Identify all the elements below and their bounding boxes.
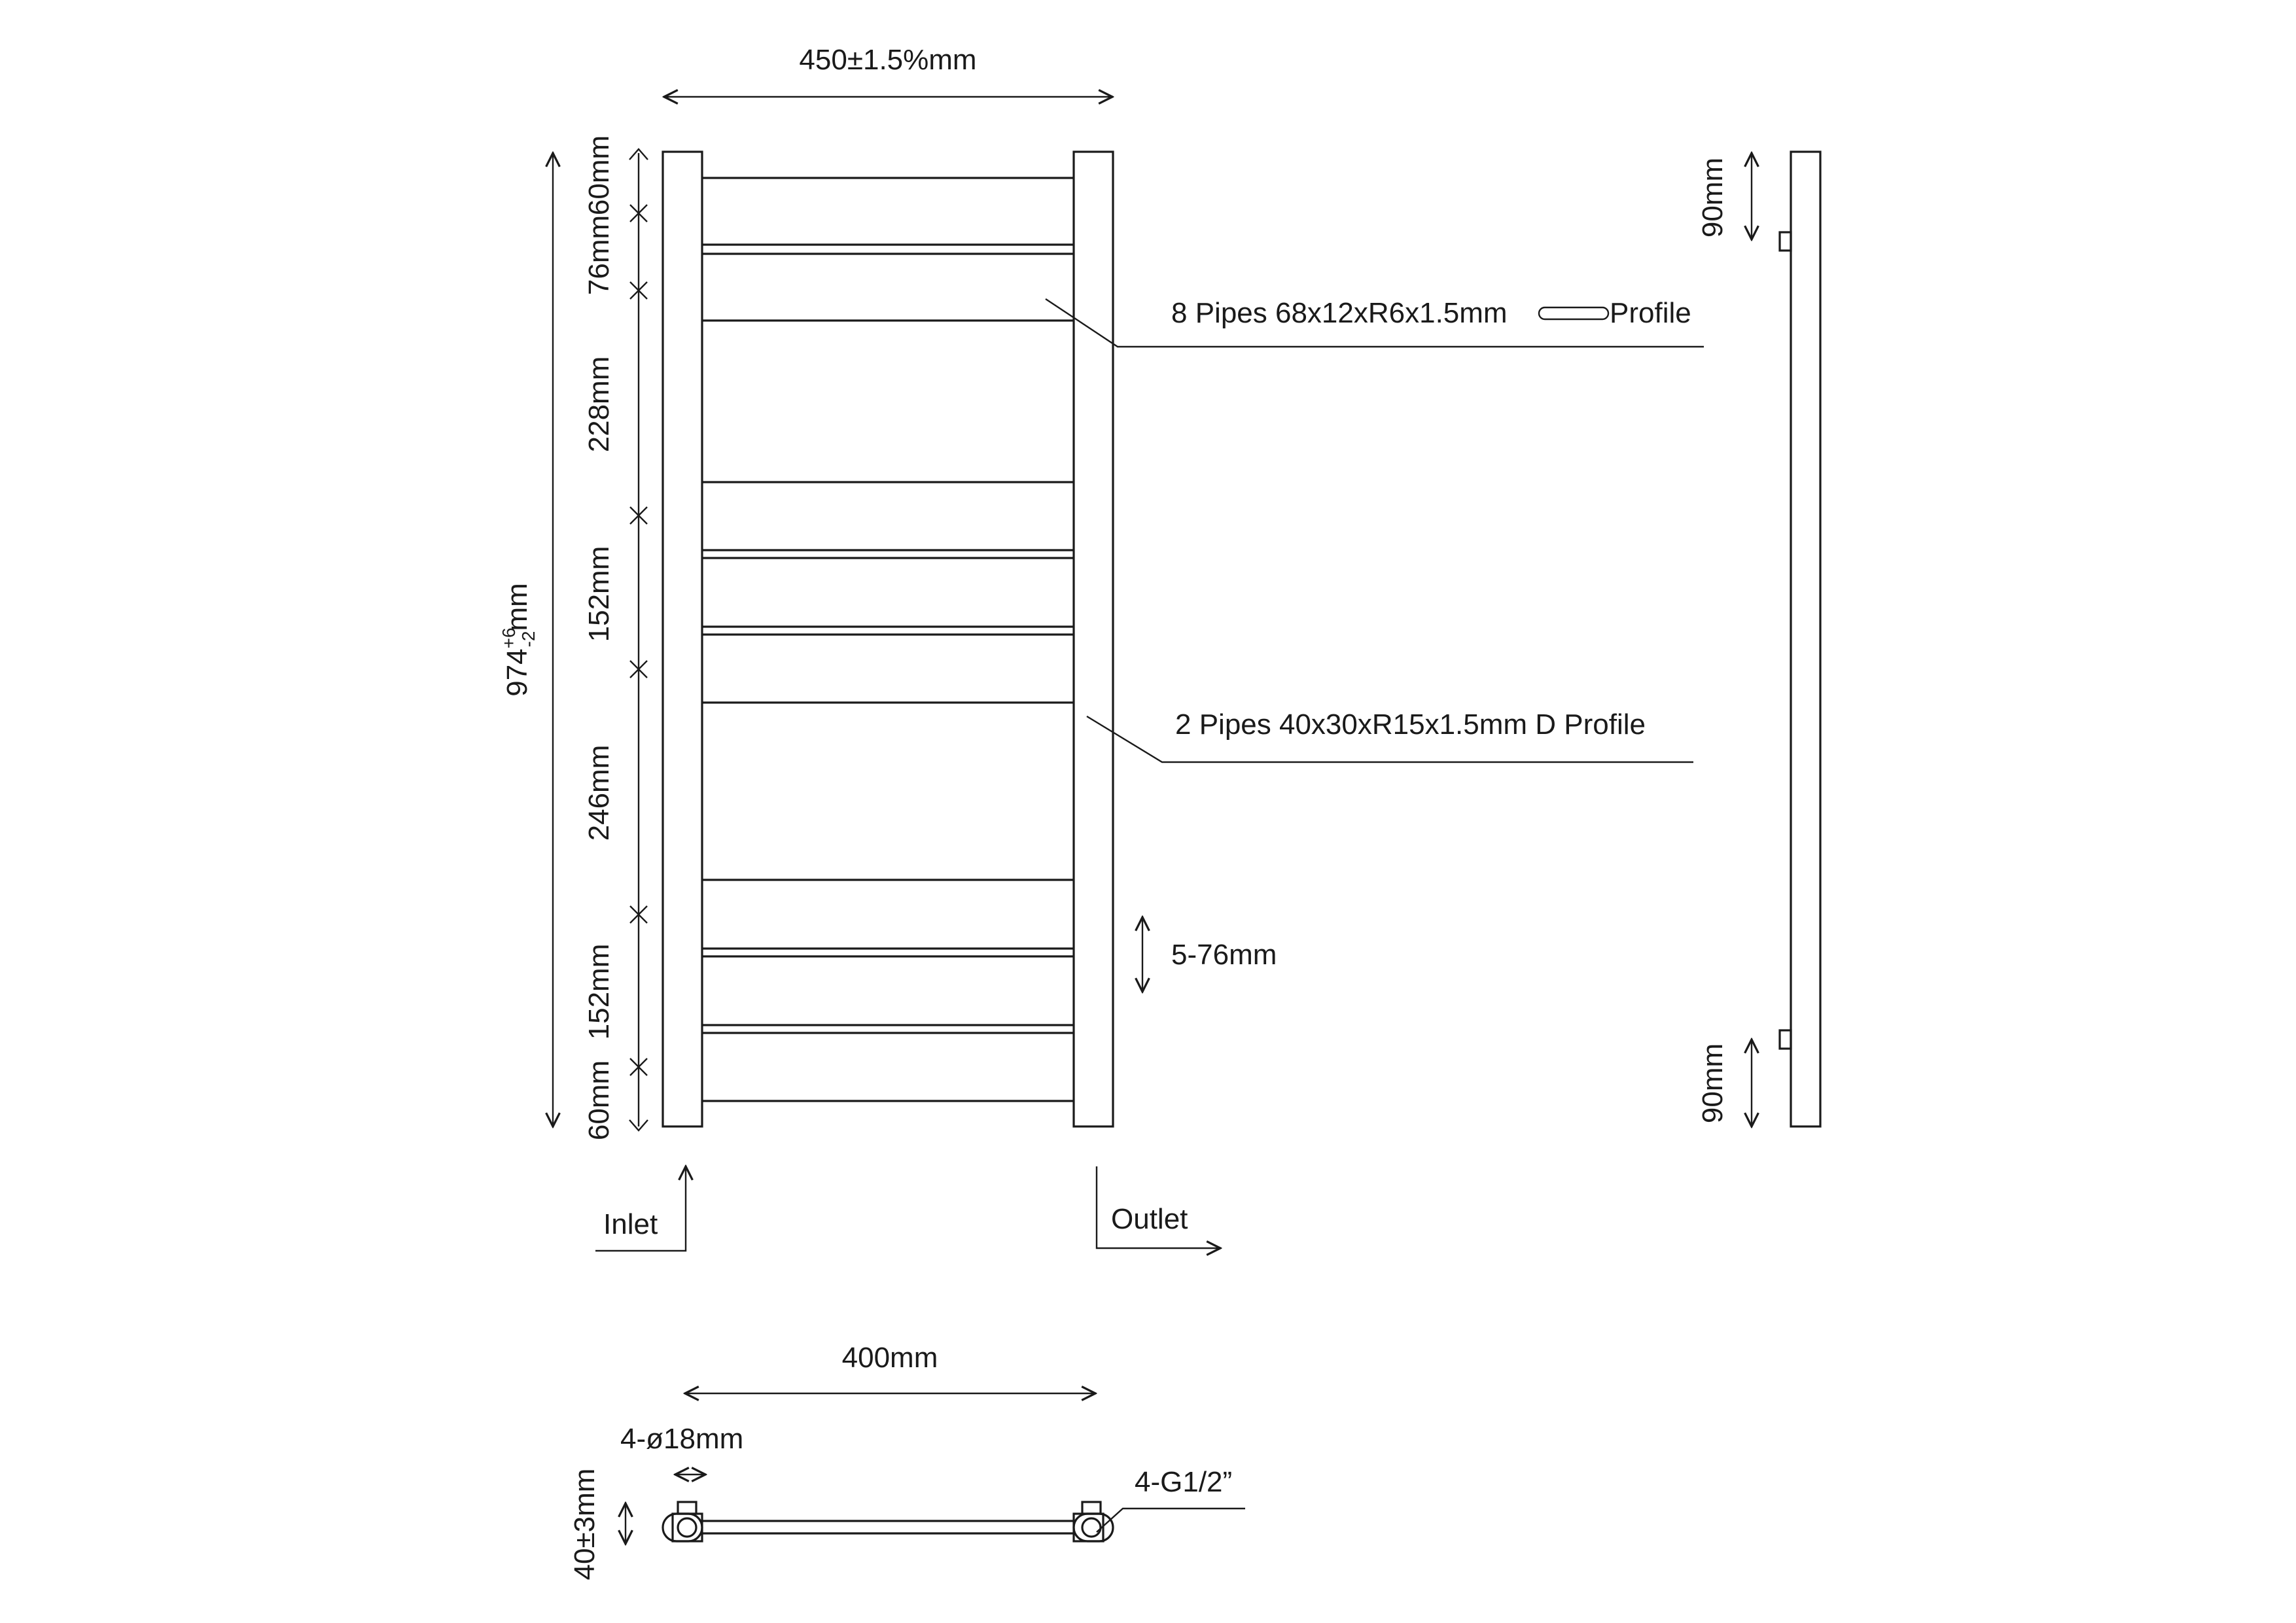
thread-leader <box>1096 1507 1245 1533</box>
pipe <box>702 1032 1074 1102</box>
right-upright <box>1072 150 1114 1128</box>
segment-dimension-chain <box>629 148 648 1132</box>
side-bracket-bottom <box>1778 1029 1792 1050</box>
flat-pipes <box>702 177 1074 1102</box>
segment-label-152-lower: 152mm <box>583 944 615 1040</box>
flat-pipes-callout-suffix: Profile <box>1610 297 1691 329</box>
side-bottom-label: 90mm <box>1697 1043 1729 1123</box>
flat-pipes-callout: 8 Pipes 68x12xR6x1.5mm Profile <box>1045 297 1704 348</box>
left-upright <box>662 150 703 1128</box>
pipe <box>702 177 1074 246</box>
width-label: 450±1.5%mm <box>799 44 976 76</box>
side-upright <box>1790 150 1822 1128</box>
inlet-arrow <box>595 1166 686 1252</box>
height-value: 974 <box>501 648 533 696</box>
pipe <box>702 955 1074 1026</box>
segment-label-60-top: 60mm <box>583 135 615 215</box>
side-bracket-top <box>1778 231 1792 252</box>
tick-marks <box>629 204 648 1076</box>
segment-label-60-bottom: 60mm <box>583 1060 615 1140</box>
side-top-label: 90mm <box>1697 158 1729 237</box>
left-connector <box>662 1501 703 1543</box>
pipe <box>702 253 1074 322</box>
inlet-label: Inlet <box>603 1208 658 1240</box>
segment-label-246: 246mm <box>583 745 615 841</box>
height-tolerance-plus: +6 <box>499 627 519 648</box>
segment-label-76: 76mm <box>583 215 615 295</box>
hole-diameter-label: 4-ø18mm <box>620 1423 743 1455</box>
height-unit: mm <box>501 583 533 631</box>
pipe <box>702 879 1074 950</box>
depth-label: 40±3mm <box>569 1469 601 1580</box>
pipe <box>702 481 1074 551</box>
right-connector <box>1072 1501 1114 1543</box>
d-pipes-callout: 2 Pipes 40x30xR15x1.5mm D Profile <box>1086 708 1693 763</box>
segment-label-152-upper: 152mm <box>583 546 615 642</box>
segment-label-228: 228mm <box>583 357 615 453</box>
height-tolerance-minus: -2 <box>518 631 539 648</box>
flat-profile-icon <box>1538 306 1610 321</box>
pipe <box>702 557 1074 628</box>
d-pipes-callout-text: 2 Pipes 40x30xR15x1.5mm D Profile <box>1175 708 1646 741</box>
outlet-label: Outlet <box>1111 1203 1188 1235</box>
centers-label: 400mm <box>842 1342 938 1374</box>
side-view: 90mm 90mm <box>1697 150 1822 1128</box>
outlet-arrow <box>1095 1166 1220 1248</box>
pipe <box>702 633 1074 704</box>
bottom-view: 400mm 4-ø18mm 4-G1/2” 40±3mm <box>569 1342 1245 1580</box>
pipe-gap-label: 5-76mm <box>1171 939 1277 971</box>
thread-label: 4-G1/2” <box>1135 1466 1232 1498</box>
height-label: 974+6-2mm <box>499 583 539 697</box>
flat-pipes-callout-text: 8 Pipes 68x12xR6x1.5mm <box>1171 297 1508 329</box>
front-view: 450±1.5%mm 974+6-2mm 60mm 76mm 228mm 152… <box>499 44 1704 1251</box>
